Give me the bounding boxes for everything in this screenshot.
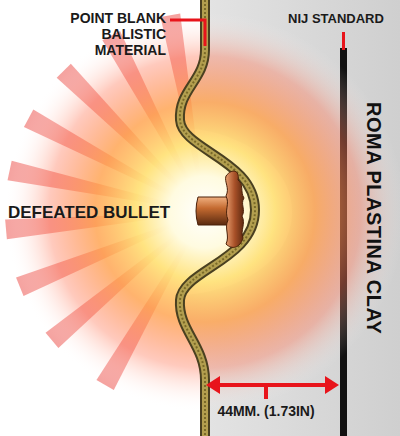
dimension-line bbox=[214, 383, 331, 387]
ballistic-material bbox=[180, 0, 255, 436]
bullet-label-box: DEFEATED BULLET bbox=[8, 203, 200, 223]
clay-band: ROMA PLASTINA CLAY bbox=[347, 0, 400, 436]
dimension-label-box: 44MM. (1.73IN) bbox=[196, 402, 336, 420]
material-label: POINT BLANK BALISTIC MATERIAL bbox=[40, 10, 166, 58]
bullet-mushroom bbox=[226, 171, 244, 247]
material-leader-line bbox=[170, 20, 205, 46]
nij-leader-line bbox=[342, 32, 345, 50]
dimension-label: 44MM. (1.73IN) bbox=[217, 403, 314, 419]
clay-label: ROMA PLASTINA CLAY bbox=[362, 102, 385, 334]
standard-label-box: NIJ STANDARD bbox=[280, 9, 392, 27]
ballistic-material-edge bbox=[180, 0, 255, 436]
bullet-label: DEFEATED BULLET bbox=[8, 203, 170, 222]
standard-label: NIJ STANDARD bbox=[288, 11, 384, 26]
ballistic-material-weave bbox=[180, 0, 255, 436]
dimension-tick bbox=[264, 385, 268, 399]
bullet-body bbox=[196, 197, 228, 225]
dimension-arrowhead bbox=[325, 376, 339, 394]
dimension-arrowhead bbox=[206, 376, 220, 394]
material-label-box: POINT BLANK BALISTIC MATERIAL bbox=[40, 10, 166, 58]
